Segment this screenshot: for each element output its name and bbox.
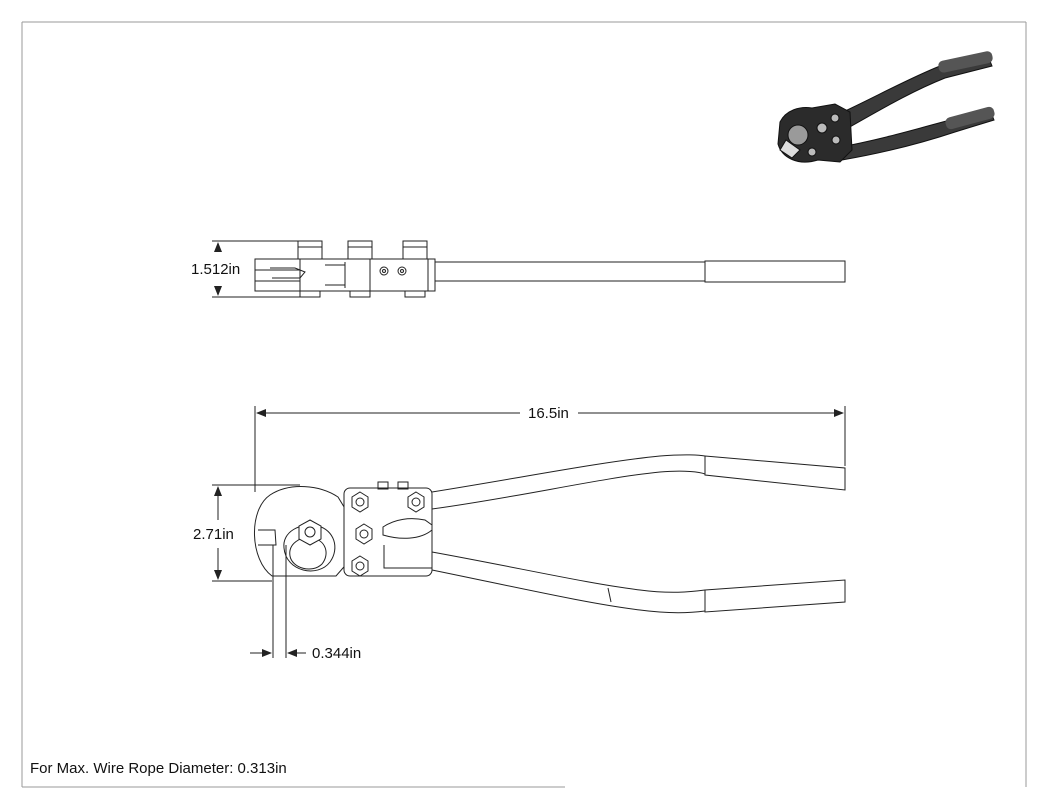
overall-length-label: 16.5in [528, 405, 569, 422]
wire-rope-note: For Max. Wire Rope Diameter: 0.313in [30, 760, 287, 777]
front-view-handles [431, 454, 846, 614]
isometric-view [777, 51, 995, 163]
side-view [254, 240, 846, 298]
front-view-bolts [298, 491, 425, 577]
jaw-height-label: 2.71in [193, 526, 234, 543]
dim-jaw-gap [250, 545, 306, 658]
front-view-head [254, 481, 433, 577]
jaw-gap-label: 0.344in [312, 645, 361, 662]
dim-jaw-height [212, 484, 300, 582]
side-height-label: 1.512in [191, 261, 240, 278]
sheet-border [21, 21, 1027, 788]
dim-overall-length [254, 406, 846, 492]
dim-side-height [212, 240, 300, 298]
